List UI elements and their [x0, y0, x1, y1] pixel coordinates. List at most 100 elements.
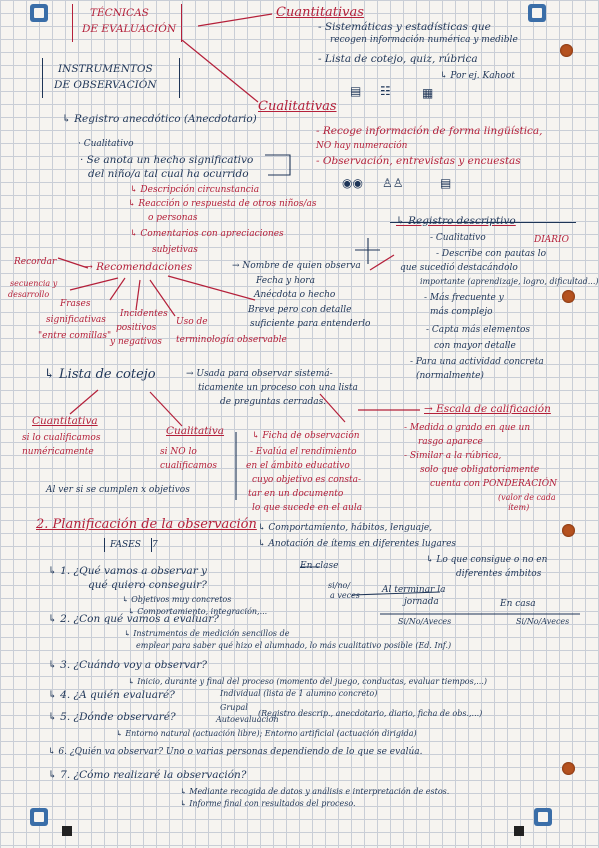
sino: si/no/ — [328, 581, 351, 590]
en-casa: En casa — [500, 599, 536, 609]
cotejo-l2: ticamente un proceso con una lista — [198, 383, 358, 393]
fase4-d: Autoevaluación — [216, 715, 279, 724]
escala-l5: cuenta con PONDERACIÓN — [430, 479, 557, 489]
cotejo-cualitativa: Cualitativa — [166, 425, 225, 437]
eyes-icon: ◉◉ — [342, 176, 363, 190]
ficha-l5: lo que sucede en el aula — [252, 503, 363, 513]
title-box — [72, 4, 182, 42]
descriptivo-l7: - Capta más elementos — [426, 325, 530, 335]
line-escala — [319, 393, 346, 423]
descriptivo-l10: (normalmente) — [416, 371, 484, 381]
recordar: Recordar — [14, 257, 57, 267]
cotejo-l3: de preguntas cerradas. — [220, 397, 327, 407]
descriptivo-l3: que sucedió destacándolo — [400, 263, 518, 273]
fase2-c: ↳ Instrumentos de medición sencillos de — [124, 629, 290, 638]
positivos: positivos — [116, 323, 157, 333]
line-title-cuantitativas — [197, 13, 273, 27]
escala-l3: - Similar a la rúbrica, — [404, 451, 502, 461]
significativas: significativas — [46, 315, 106, 325]
descriptivo-rule — [390, 222, 576, 224]
escala-l4: solo que obligatoriamente — [420, 465, 540, 475]
sino2: Si/No/Aveces — [398, 617, 452, 626]
frases: Frases — [60, 299, 91, 309]
fase5-a: ↳ 5. ¿Dónde observaré? — [48, 711, 176, 723]
title-line1: TÉCNICAS — [90, 7, 149, 19]
escala-l1: - Medida o grado en que un — [404, 423, 531, 433]
instrumentos-box — [42, 58, 180, 98]
fase7-a: ↳ 7. ¿Cómo realizaré la observación? — [48, 769, 247, 781]
rubric-icon: ☷ — [380, 84, 391, 98]
fase2-a: ↳ 2. ¿Con qué vamos a evaluar? — [48, 613, 219, 625]
fase3-a: ↳ 3. ¿Cuándo voy a observar? — [48, 659, 207, 671]
line-frases2 — [109, 277, 126, 301]
incidentes: Incidentes — [120, 309, 168, 319]
fase6-a: ↳ 6. ¿Quién va observar? Uno o varias pe… — [48, 747, 423, 757]
escala-l7: ítem) — [508, 503, 530, 512]
fase3-b: ↳ Inicio, durante y final del proceso (m… — [128, 677, 487, 686]
quiz-icon: ▦ — [422, 86, 434, 100]
cuantitativas-l4: ↳ Por ej. Kahoot — [440, 71, 515, 81]
binder-hole — [562, 290, 575, 303]
cuantitativas-l2: recogen información numérica y medible — [330, 35, 518, 45]
corner-marker-bottom-left — [30, 808, 48, 826]
descriptivo-heading: ↳ Registro descriptivo — [396, 215, 516, 227]
escala-l6: (valor de cada — [498, 493, 556, 502]
anecdotico-l3: del niño/a tal cual ha ocurrido — [88, 168, 249, 180]
fases-number: 7 — [152, 540, 158, 550]
title-line2: DE EVALUACIÓN — [82, 23, 177, 35]
cotejo-al-ver: Al ver si se cumplen x objetivos — [46, 485, 190, 495]
cotejo-cual-d1: si NO lo — [160, 447, 197, 457]
cross-mark — [355, 238, 380, 264]
binder-hole — [562, 762, 575, 775]
anecdota: Anécdota o hecho — [254, 290, 336, 300]
fase4-c: Grupal — [220, 703, 248, 712]
descriptivo-l2: - Describe con pautas lo — [436, 249, 547, 259]
instrumentos-line2: DE OBSERVACIÓN — [54, 79, 157, 91]
descriptivo-l6: más complejo — [430, 307, 493, 317]
anecdotico-l7: ↳ Comentarios con apreciaciones — [130, 229, 284, 239]
diario-tag: DIARIO — [534, 235, 569, 245]
binder-hole — [562, 524, 575, 537]
suficiente: suficiente para entenderlo — [250, 319, 371, 329]
fase4-a: ↳ 4. ¿A quién evaluaré? — [48, 689, 175, 701]
line-recordar — [57, 257, 89, 269]
underline-lugares — [300, 566, 441, 596]
cualitativas-heading: Cualitativas — [258, 99, 337, 114]
fecha-hora: Fecha y hora — [256, 276, 315, 286]
fase1-b: qué quiero conseguir? — [88, 579, 207, 591]
descriptivo-l9: - Para una actividad concreta — [410, 357, 544, 367]
anecdotico-l6: o personas — [148, 213, 198, 223]
desarrollo: desarrollo — [8, 290, 50, 299]
breve: Breve pero con detalle — [248, 305, 352, 315]
cotejo-cual-d2: cualificamos — [160, 461, 217, 471]
descriptivo-l1: - Cualitativo — [430, 233, 486, 243]
planificacion-heading: 2. Planificación de la observación — [36, 517, 257, 532]
aveces: a veces — [330, 591, 360, 600]
anecdotico-l2: · Se anota un hecho significativo — [80, 154, 254, 166]
ficha-l4: tar en un documento — [248, 489, 344, 499]
escala-l2: rasgo aparece — [418, 437, 483, 447]
interview-icon: ♙♙ — [382, 176, 404, 190]
binder-hole — [560, 44, 573, 57]
terminologia: terminología observable — [176, 335, 287, 345]
negativos: y negativos — [110, 337, 162, 347]
bracket-right — [265, 154, 291, 176]
sino3: Si/No/Aveces — [516, 617, 570, 626]
fases-label: FASES — [110, 540, 141, 550]
fase2-d: emplear para saber qué hizo el alumnado,… — [136, 641, 452, 650]
anot-l1: ↳ Comportamiento, hábitos, lenguaje, — [258, 523, 433, 533]
nombre-observa: → Nombre de quien observa — [232, 261, 361, 271]
instrumentos-line1: INSTRUMENTOS — [58, 63, 153, 75]
cotejo-l1: → Usada para observar sistemá- — [186, 369, 333, 379]
escala-heading: → Escala de calificación — [424, 403, 551, 415]
anecdotico-l4: ↳ Descripción circunstancia — [130, 185, 260, 195]
fase5-c: ↳ Entorno natural (actuación libre); Ent… — [116, 729, 417, 738]
anecdotico-l8: subjetivas — [152, 245, 198, 255]
line-cualitativa — [149, 391, 183, 427]
ficha-heading: ↳ Ficha de observación — [252, 431, 360, 441]
cuantitativas-l3: - Lista de cotejo, quiz, rúbrica — [318, 53, 478, 65]
anot-l4: diferentes ámbitos — [456, 569, 542, 579]
corner-marker-top-left — [30, 4, 48, 22]
